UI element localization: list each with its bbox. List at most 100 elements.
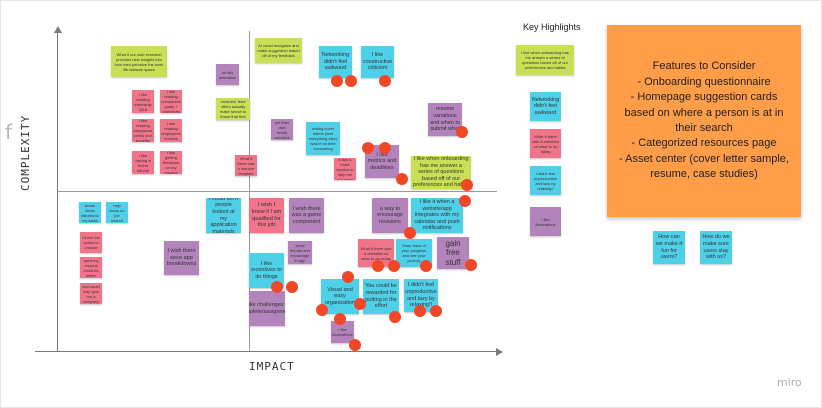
- vote-dot[interactable]: [349, 339, 361, 351]
- x-axis-line: [35, 351, 499, 352]
- sticky-note-text: I wish there was a game component: [291, 205, 322, 225]
- features-sticky-note[interactable]: Features to Consider - Onboarding questi…: [607, 25, 801, 217]
- sticky-note-text: What if there was a checklist on what to…: [360, 245, 392, 261]
- highlight-note[interactable]: I didn't feel unproductive and lazy by r…: [530, 166, 561, 195]
- vote-dot[interactable]: [342, 271, 354, 283]
- vote-dot[interactable]: [414, 305, 426, 317]
- vote-dot[interactable]: [316, 304, 328, 316]
- sticky-note-text: set their own break activities: [274, 119, 290, 140]
- sticky-note[interactable]: What if there was a resume template: [235, 155, 257, 176]
- question-note-fun[interactable]: How can we make it fun for users?: [653, 231, 685, 264]
- sticky-note[interactable]: want my resume could be better: [80, 257, 102, 278]
- sticky-note[interactable]: Networking didn't feel awkward: [319, 46, 352, 78]
- vote-dot[interactable]: [465, 259, 477, 271]
- vote-dot[interactable]: [271, 281, 283, 293]
- highlight-note[interactable]: Networking didn't feel awkward: [530, 92, 561, 121]
- sticky-note[interactable]: I like getting feedback on my resume: [160, 151, 182, 174]
- sticky-note-text: I wish there were app breakdowns: [166, 248, 197, 268]
- sticky-note-text: What if our user research provides new i…: [114, 51, 164, 72]
- sticky-note[interactable]: I wish I knew if I am qualified for this…: [249, 198, 284, 233]
- sticky-note-text: I wish the tool could help give me a com…: [80, 283, 101, 304]
- sticky-note[interactable]: I like having a friend tutorial: [132, 151, 154, 174]
- sticky-note[interactable]: AI could recognize and make suggestion b…: [255, 38, 302, 63]
- sticky-note[interactable]: gain free stuff: [437, 237, 469, 269]
- sticky-note-text: I like reading Internship Q&A: [134, 91, 152, 112]
- sticky-note-text: I like having a friend tutorial: [135, 152, 151, 173]
- sticky-note[interactable]: I like reading Internship Q&A: [132, 90, 154, 113]
- y-axis-label: COMPLEXITY: [19, 114, 32, 191]
- sticky-note[interactable]: I like it when a website/app integrates …: [411, 198, 463, 233]
- vote-dot[interactable]: [389, 311, 401, 323]
- vote-dot[interactable]: [331, 75, 343, 87]
- miro-logo: miro: [777, 376, 802, 389]
- sticky-note-text: gain free stuff: [445, 239, 461, 267]
- sticky-note[interactable]: What if our user research provides new i…: [111, 46, 167, 77]
- sticky-note-text: I like metrics and deadlines: [367, 151, 397, 171]
- sticky-note-text: How do we make sure users stay with us?: [702, 234, 730, 261]
- sticky-note-text: I'd like the option to choose: [82, 235, 100, 250]
- vote-dot[interactable]: [388, 260, 400, 272]
- sticky-note-text: I like reading companies goals + objecti…: [161, 90, 181, 113]
- highlight-note[interactable]: I like when onboarding has me answer a s…: [516, 45, 574, 75]
- vote-dot[interactable]: [334, 313, 346, 325]
- sticky-note[interactable]: I like constructive criticism: [361, 46, 394, 78]
- vote-dot[interactable]: [396, 173, 408, 185]
- sticky-note-text: What if there was a tips & tricks sectio…: [336, 158, 354, 180]
- sticky-note-text: I like when onboarding has me answer a s…: [413, 156, 469, 189]
- sticky-note-text: I wish I knew if I am qualified for this…: [251, 202, 282, 229]
- vote-dot[interactable]: [379, 75, 391, 87]
- sticky-note[interactable]: I like reading companies goals + objecti…: [160, 90, 182, 113]
- vote-dot[interactable]: [372, 260, 384, 272]
- sticky-note[interactable]: What if the modules' feed offers actuall…: [216, 98, 250, 120]
- sticky-note[interactable]: I wish there was a game component: [289, 198, 324, 233]
- sticky-note-text: I like reading companies' perks and bene…: [132, 119, 154, 142]
- sticky-note[interactable]: set their own break activities: [271, 119, 293, 140]
- sticky-note[interactable]: I like reading employees reviews: [160, 119, 182, 142]
- sticky-note-text: What if the modules' feed offers actuall…: [219, 98, 246, 120]
- sticky-note-text: resume variations and when to submit wha…: [430, 106, 460, 133]
- sticky-note[interactable]: I wish the tool could help give me a com…: [80, 283, 102, 304]
- vote-dot[interactable]: [420, 260, 432, 272]
- sticky-note[interactable]: I like illustrations: [331, 321, 354, 343]
- sticky-note[interactable]: writing cover letters (and everything el…: [306, 122, 340, 155]
- vote-dot[interactable]: [404, 227, 416, 239]
- sticky-note[interactable]: resume variations and when to submit wha…: [428, 103, 462, 136]
- sticky-note[interactable]: You could be rewarded for putting in the…: [363, 279, 399, 314]
- sticky-note[interactable]: What if there was a tips & tricks sectio…: [334, 158, 356, 180]
- sticky-note-text: an idle animation: [218, 69, 237, 80]
- vote-dot[interactable]: [379, 142, 391, 154]
- sticky-note-text: I like challenges to complete/assignment…: [249, 301, 285, 315]
- sticky-note[interactable]: an idle animation: [216, 64, 239, 85]
- vote-dot[interactable]: [286, 281, 298, 293]
- sticky-note[interactable]: I could tell if people looked at my appl…: [206, 198, 241, 233]
- sticky-note[interactable]: help focus on job search: [106, 202, 128, 223]
- sticky-note[interactable]: I wish there were app breakdowns: [164, 241, 199, 275]
- question-note-stay[interactable]: How do we make sure users stay with us?: [700, 231, 732, 264]
- sticky-note-text: writing cover letters (and everything el…: [308, 126, 338, 151]
- sticky-note[interactable]: I like reading companies' perks and bene…: [132, 119, 154, 142]
- vote-dot[interactable]: [461, 179, 473, 191]
- highlight-note[interactable]: I like illustrations: [530, 207, 561, 236]
- sticky-note-text: want my resume could be better: [83, 257, 99, 278]
- y-axis-arrow: [54, 26, 62, 33]
- sticky-note[interactable]: show friends and encourage in app: [288, 241, 312, 264]
- sticky-note-text: a way to encourage revisions: [377, 205, 403, 225]
- sticky-note-text: help focus on job search: [109, 202, 125, 223]
- highlight-note[interactable]: What if there was a checklist on what to…: [530, 129, 561, 158]
- sticky-note-text: I like incentives to do things: [251, 260, 282, 280]
- sticky-note[interactable]: a way to encourage revisions: [372, 198, 408, 233]
- vote-dot[interactable]: [456, 126, 468, 138]
- sticky-note[interactable]: I'd like the option to choose: [80, 232, 102, 253]
- sticky-note-text: I could tell if people looked at my appl…: [208, 198, 239, 233]
- sticky-note-text: What if there was a resume template: [237, 155, 255, 176]
- vote-dot[interactable]: [430, 305, 442, 317]
- sticky-note-text: break ideas tailored to my tasks: [81, 202, 99, 223]
- sticky-note[interactable]: break ideas tailored to my tasks: [79, 202, 101, 223]
- vote-dot[interactable]: [459, 195, 471, 207]
- vote-dot[interactable]: [345, 75, 357, 87]
- vote-dot[interactable]: [362, 142, 374, 154]
- sticky-note-text: I like constructive criticism: [362, 52, 393, 72]
- vote-dot[interactable]: [354, 298, 366, 310]
- sticky-note[interactable]: I like challenges to complete/assignment…: [249, 291, 285, 326]
